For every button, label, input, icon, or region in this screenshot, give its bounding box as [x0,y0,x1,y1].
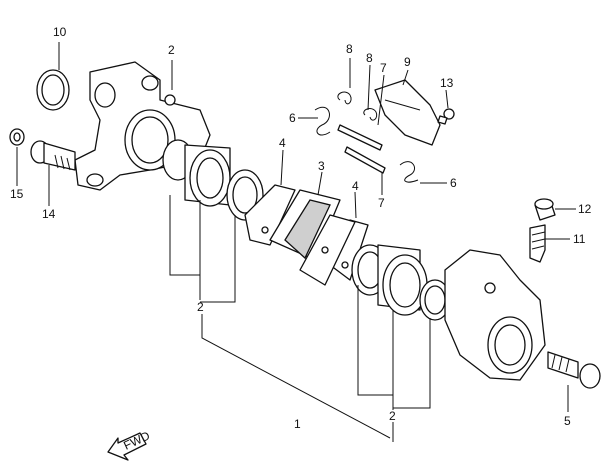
callout-6-right: 6 [450,176,457,190]
callout-2-mid: 2 [197,300,204,314]
leader-lines [16,42,576,442]
pin-upper-part-7 [337,124,383,151]
callout-2-bottom: 2 [389,409,396,423]
clip-part-8b [363,108,378,121]
caliper-body-right [444,249,546,381]
spring-left-part-6 [314,106,331,136]
pad-cover-part-9 [374,79,441,146]
callout-5: 5 [564,414,571,428]
bleeder-cap-part-12 [534,198,556,221]
callout-4-right: 4 [352,179,359,193]
shim-left-part-4 [244,184,296,246]
callout-8b: 8 [366,51,373,65]
callout-1: 1 [294,417,301,431]
callout-11: 11 [573,232,586,246]
callout-4-left: 4 [279,136,286,150]
piston-left [162,139,264,221]
screw-part-13 [437,108,455,125]
bolt-part-5 [547,351,601,389]
callout-numbers: 10 2 8 8 7 9 13 6 6 7 3 4 4 15 14 12 11 … [10,25,592,431]
callout-14: 14 [42,207,56,221]
bleeder-screw-part-11 [529,224,546,263]
callout-7-mid: 7 [378,196,385,210]
callout-7-top: 7 [380,61,387,75]
piston-right [351,244,451,321]
bolt-part-14 [30,140,76,171]
clip-part-8a [337,91,352,105]
callout-6-left: 6 [289,111,296,125]
callout-12: 12 [578,202,592,216]
callout-9: 9 [404,55,411,69]
callout-2-top: 2 [168,43,175,57]
nut-part-15 [9,128,25,146]
callout-3: 3 [318,159,325,173]
spring-right-part-6 [399,161,419,183]
callout-13: 13 [440,76,454,90]
forward-arrow-icon: FWD [107,428,152,461]
callout-10: 10 [53,25,67,39]
callout-15: 15 [10,187,24,201]
brake-pads-part-3 [269,189,356,286]
cap-part-10 [36,69,70,111]
pin-lower-part-7 [344,146,386,174]
callout-8a: 8 [346,42,353,56]
